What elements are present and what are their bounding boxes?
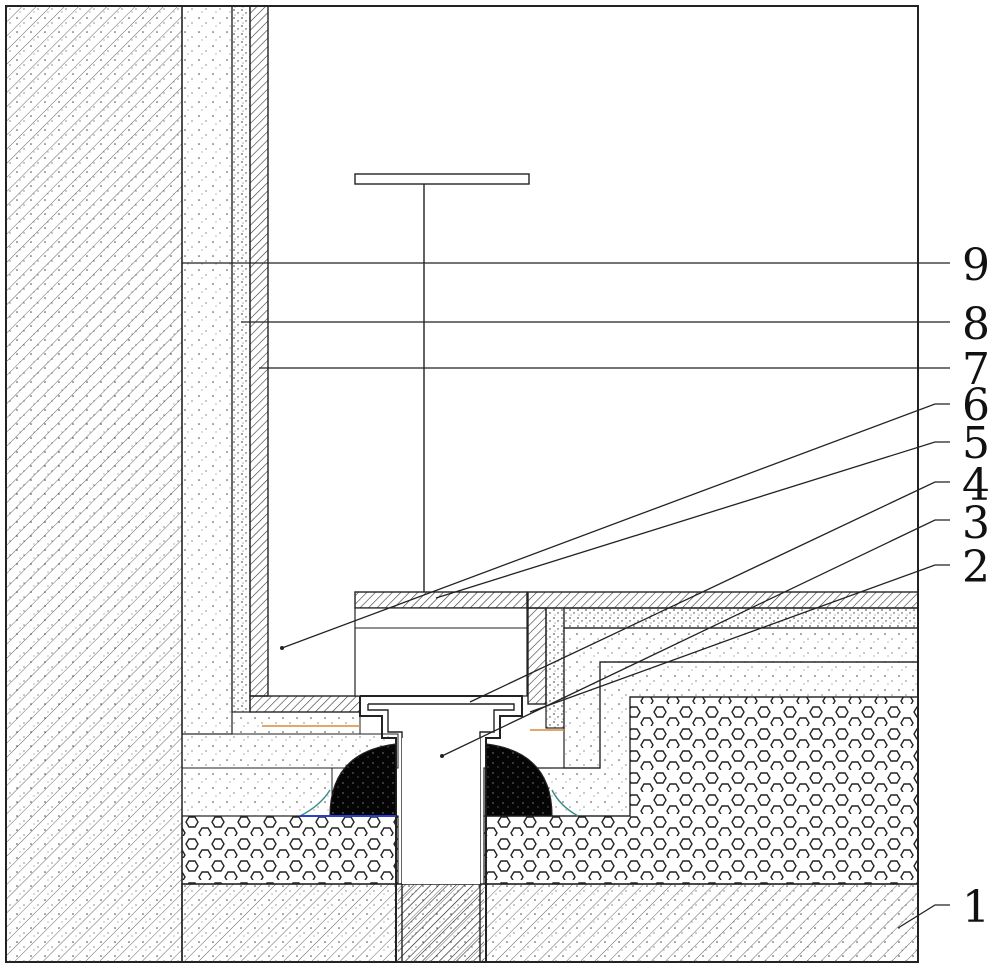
- label-3: 3: [962, 498, 990, 549]
- wall-plaster-layer: [181, 5, 233, 735]
- label-9: 9: [962, 240, 990, 291]
- label-8: 8: [962, 299, 990, 350]
- label-2: 2: [962, 542, 990, 593]
- sealing-compound-left: [329, 743, 397, 817]
- leader-2: [529, 564, 950, 713]
- right-mortar-lower: [483, 661, 919, 817]
- sealing-compound-right: [485, 743, 553, 817]
- leader-lines: [182, 262, 950, 929]
- drain-chamber: [354, 607, 528, 697]
- leader-6: [281, 403, 950, 649]
- label-4: 4: [962, 460, 990, 511]
- leader-1: [897, 904, 950, 929]
- wall-tile-layer-7: [249, 5, 269, 697]
- floor-tile-right-vertical: [527, 607, 547, 705]
- floor-tile-right: [527, 591, 919, 609]
- drain-grate-cover: [354, 591, 528, 609]
- leader-4: [469, 481, 950, 703]
- drain-pipe-fill: [398, 884, 484, 962]
- floor-tile-strip-left: [249, 695, 361, 713]
- leader-3: [441, 519, 950, 757]
- label-1: 1: [962, 882, 990, 933]
- wall-layer-8: [231, 5, 251, 713]
- leader-5: [435, 441, 950, 599]
- label-6: 6: [962, 380, 990, 431]
- label-5: 5: [962, 418, 990, 469]
- label-7: 7: [962, 344, 990, 395]
- right-mortar-upper: [563, 607, 919, 629]
- grate-handle-top: [354, 173, 530, 185]
- hex-fill-left: [181, 815, 399, 885]
